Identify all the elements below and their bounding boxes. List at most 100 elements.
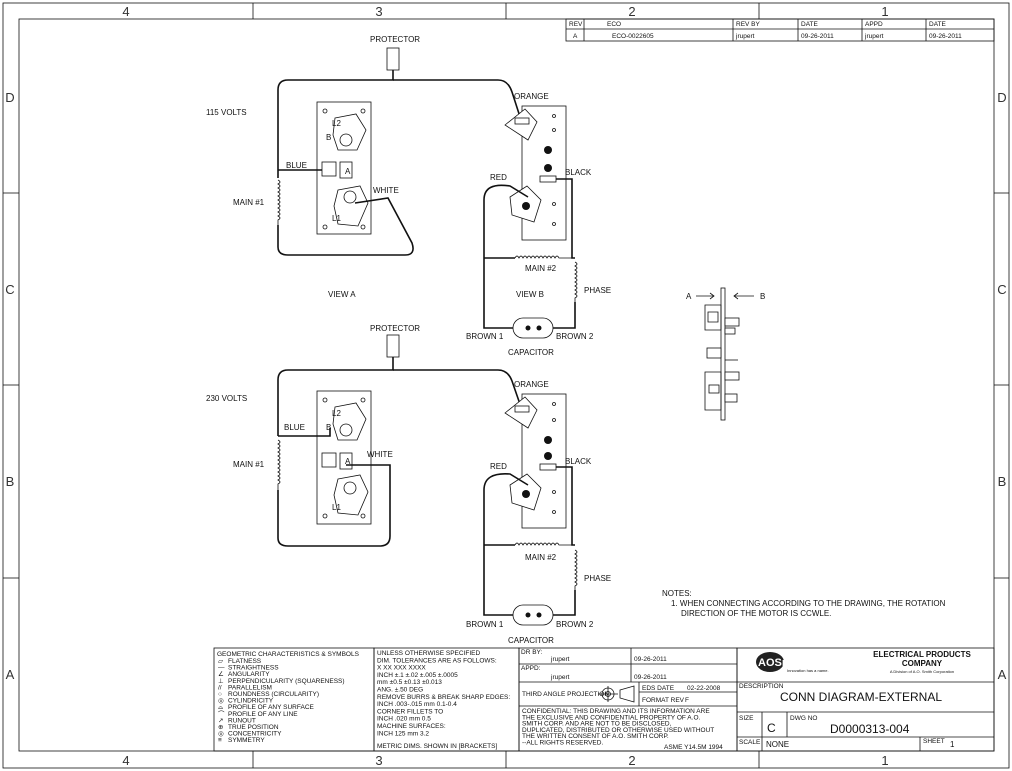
zone-labels: 4 3 2 1 4 3 2 1 D C B A D C B A [5,4,1006,768]
gdt-item: ROUNDNESS (CIRCULARITY) [228,691,319,698]
gdt-symbol: ⌓ [218,704,223,711]
tolerance-line: INCH .020 mm 0.5 [377,716,431,723]
white-label: WHITE [373,186,399,195]
gdt-item: SYMMETRY [228,737,265,744]
scale-label: SCALE [739,739,761,746]
gdt-symbol: ∠ [218,671,224,678]
revision-block: REV ECO REV BY DATE APPD DATE A ECO-0022… [565,18,995,42]
gdt-item: RUNOUT [228,717,256,724]
section-view-a-b: A B [686,287,765,421]
sheet-label: SHEET [923,738,945,745]
gdt-symbol: ⊥ [218,678,224,685]
brown2-label: BROWN 2 [556,620,594,629]
gdt-item: ANGULARITY [228,671,270,678]
zone-row-label: B [6,474,15,489]
approval-block: DR BY: jrupert 09-26-2011 APPD: jrupert … [518,647,738,752]
gdt-symbols-block: GEOMETRIC CHARACTERISTICS & SYMBOLS ▱FLA… [213,647,375,752]
zone-row-label: C [5,282,14,297]
protector-label: PROTECTOR [370,324,420,333]
gdt-item: FLATNESS [228,658,262,665]
title-block: AOSmith Innovation has a name. ELECTRICA… [639,647,995,752]
tolerance-line: mm ±0.5 ±0.13 ±0.013 [377,679,442,686]
zone-col-label: 2 [628,753,635,768]
company-division: A Division of A.O. Smith Corporation [890,669,954,674]
confidential-line: SMITH CORP. AND ARE NOT TO BE DISCLOSED, [522,721,672,728]
zone-row-label: C [997,282,1006,297]
approver-name: jrupert [550,674,570,681]
main2-label: MAIN #2 [525,264,557,273]
gdt-item: CONCENTRICITY [228,731,282,738]
zone-row-label: A [998,667,1007,682]
gdt-item: PERPENDICULARITY (SQUARENESS) [228,678,345,685]
logo-text: AOSmith [758,657,805,669]
tolerance-line: UNLESS OTHERWISE SPECIFIED [377,650,480,657]
zone-col-label: 3 [375,4,382,19]
gdt-item: PROFILE OF ANY LINE [228,711,298,718]
appd-value: jrupert [864,33,884,40]
capacitor [512,317,554,339]
sheet-size: C [767,721,776,735]
a-label: A [345,167,351,176]
eco-value: ECO-0022605 [612,33,654,40]
format-rev: F [685,697,689,704]
rev-by-header: REV BY [736,21,761,28]
l2-label: L2 [332,409,341,418]
gdt-symbol: ⊕ [218,724,223,731]
appd-label: APPD: [521,665,541,672]
zone-col-label: 1 [881,4,888,19]
date-header: DATE [929,21,947,28]
view-b-115v: ORANGE BLACK RED MAIN #2 PHASE VIEW B BR… [466,92,611,357]
notes-title: NOTES: [662,589,692,598]
confidential-line: DUPLICATED, DISTRIBUTED OR OTHERWISE USE… [522,727,714,734]
capacitor-label: CAPACITOR [508,636,554,645]
view-a-115v: PROTECTOR 115 VOLTS L2 B A L1 BLUE WHITE… [206,35,523,299]
blue-label: BLUE [284,423,305,432]
phase-label: PHASE [584,574,611,583]
gdt-symbol: ○ [218,691,222,698]
gdt-item: PROFILE OF ANY SURFACE [228,704,315,711]
dwg-no-label: DWG NO [790,715,817,722]
rev-header: REV [569,21,583,28]
drawing-description: CONN DIAGRAM-EXTERNAL [780,690,942,704]
l1-label: L1 [332,214,341,223]
l2-label: L2 [332,119,341,128]
projection-label: THIRD ANGLE PROJECTION [522,691,609,698]
confidential-line: --ALL RIGHTS RESERVED. [522,740,603,747]
tolerance-line: INCH .003-.015 mm 0.1-0.4 [377,701,457,708]
main1-winding [277,179,281,225]
gdt-title: GEOMETRIC CHARACTERISTICS & SYMBOLS [217,651,360,658]
capacitor-label: CAPACITOR [508,348,554,357]
zone-row-label: D [5,90,14,105]
phase-label: PHASE [584,286,611,295]
gdt-symbol: // [218,684,222,691]
gdt-symbol: ↗ [218,717,223,724]
zone-row-label: A [6,667,15,682]
zone-col-label: 4 [122,753,129,768]
l1-label: L1 [332,503,341,512]
section-b-label: B [760,292,765,301]
format-rev-label: FORMAT REV [642,697,685,704]
thermal-protector [386,47,400,71]
voltage-label: 115 VOLTS [206,108,247,117]
zone-col-label: 4 [122,4,129,19]
gdt-symbol: — [218,665,225,672]
red-label: RED [490,173,507,182]
logo-tagline: Innovation has a name. [787,668,829,673]
dr-by-label: DR BY: [521,649,543,656]
section-a-label: A [686,292,692,301]
zone-col-label: 2 [628,4,635,19]
tolerance-line: INCH ±.1 ±.02 ±.005 ±.0005 [377,672,458,679]
drawer-name: jrupert [550,656,570,663]
size-label: SIZE [739,715,754,722]
zone-col-label: 1 [881,753,888,768]
rev-by-value: jrupert [735,33,755,40]
gdt-item: PARALLELISM [228,684,272,691]
zone-col-label: 3 [375,753,382,768]
phase-winding [574,549,578,590]
blue-label: BLUE [286,161,307,170]
drawn-date: 09-26-2011 [634,656,667,663]
b-label: B [326,133,331,142]
